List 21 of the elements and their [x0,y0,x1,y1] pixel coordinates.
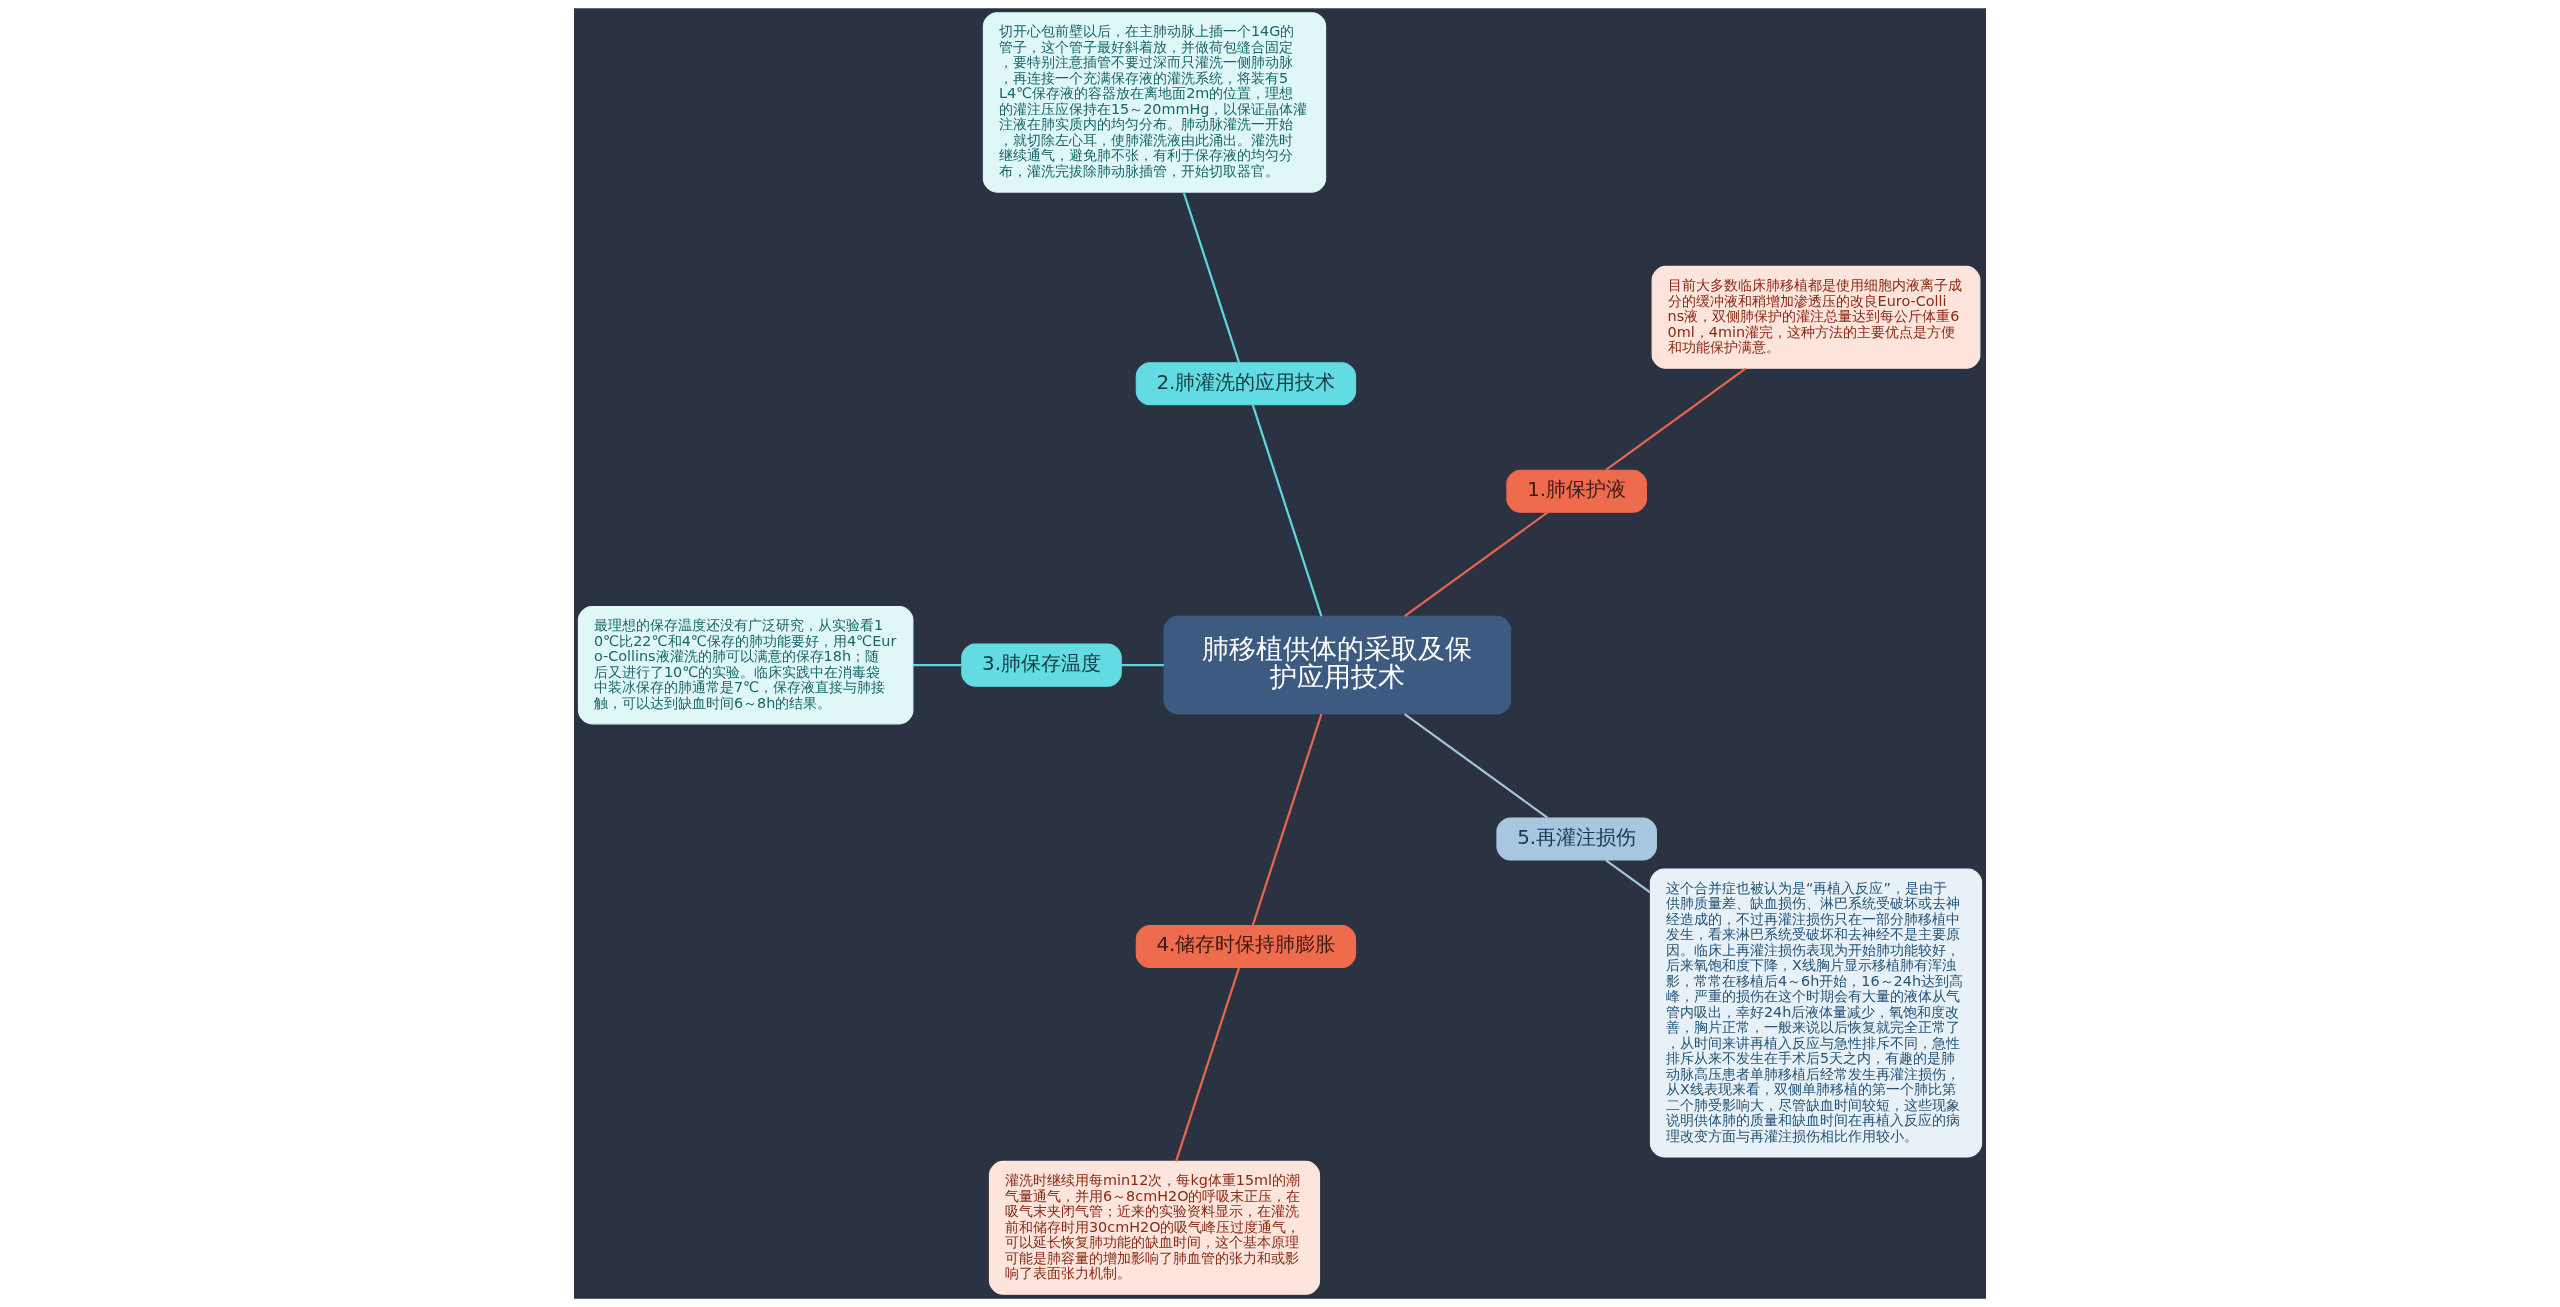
connector [1251,404,1323,617]
connector [912,664,962,667]
node-box: 切开心包前壁以后，在主肺动脉上插一个14G的管子，这个管子最好斜着放，并做荷包缝合固定，要特别注意插管不要过深而只灌洗一侧肺动脉，再连接一个充满保存液的灌洗系统，将装有5L4℃保存液的容器放在离地面2m的位置，理想的灌注压应保持在15～20mmHg，以保证晶体灌注液在肺实质内的均匀分布。肺动脉灌洗一开始，就切除左心耳，使肺灌洗液由此涌出。灌洗时继续通气，避免肺不张，有利于保存液的均匀分布，灌洗完拔除肺动脉插管，开始切取器官。 [982,12,1327,193]
connector [1404,511,1549,618]
node-box: 4.储存时保持肺膨胀 [1135,924,1357,969]
node-box: 5.再灌注损伤 [1496,817,1657,861]
node-box: 3.肺保存温度 [961,643,1122,687]
node-box: 目前大多数临床肺移植都是使用细胞内液离子成分的缓冲液和稍增加渗透压的改良Euro-Collins液，双侧肺保护的灌注总量达到每公斤体重60ml，4min灌完，这种方法的主要优点是方便和功能保护满意。 [1651,265,1981,369]
node-box: 肺移植供体的采取及保护应用技术 [1163,615,1512,715]
node-box: 最理想的保存温度还没有广泛研究，从实验看10℃比22℃和4℃保存的肺功能要好，用4℃Euro-Collins液灌洗的肺可以满意的保存18h；随后又进行了10℃的实验。临床实践中在消毒袋中装冰保存的肺通常是7℃，保存液直接与肺接触，可以达到缺血时间6～8h的结果。 [577,605,914,725]
connector [1605,859,1651,894]
node-box: 1.肺保护液 [1506,469,1647,513]
node-box: 这个合并症也被认为是“再植入反应”，是由于供肺质量差、缺血损伤、淋巴系统受破坏或去神经造成的，不过再灌注损伤只在一部分肺移植中发生，看来淋巴系统受破坏和去神经不是主要原因。临床上再灌注损伤表现为开始肺功能较好，后来氧饱和度下降，X线胸片显示移植肺有浑浊影，常常在移植后4～6h开始，16～24h达到高峰，严重的损伤在这个时期会有大量的液体从气管内吸出，幸好24h后液体量减少，氧饱和度改善，胸片正常，一般来说以后恢复就完全正常了，从时间来讲再植入反应与急性排斥不同，急性排斥从来不发生在手术后5天之内，有趣的是肺动脉高压患者单肺移植后经常发生再灌注损伤，从X线表现来看，双侧单肺移植的第一个肺比第二个肺受影响大，尽管缺血时间较短，这些现象说明供体肺的质量和缺血时间在再植入反应的病理改变方面与再灌注损伤相比作用较小。 [1649,868,1983,1158]
connector [1175,967,1241,1162]
connector [1182,191,1241,363]
connector [1404,713,1549,819]
node-box: 2.肺灌洗的应用技术 [1135,362,1357,406]
connector [1251,713,1323,926]
node-box: 灌洗时继续用每min12次，每kg体重15ml的潮气量通气，并用6～8cmH2O的呼吸末正压，在吸气末夹闭气管；近来的实验资料显示，在灌洗前和储存时用30cmH2O的吸气峰压过度通气，可以延长恢复肺功能的缺血时间，这个基本原理可能是肺容量的增加影响了肺血管的张力和或影响了表面张力机制。 [988,1160,1321,1295]
connector [1605,367,1747,471]
connector [1121,664,1164,667]
